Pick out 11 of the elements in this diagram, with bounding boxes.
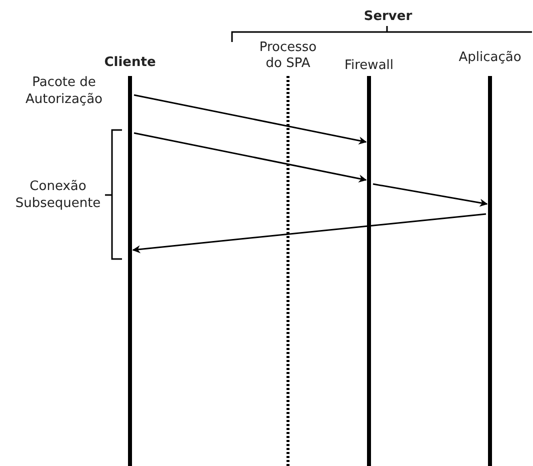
message-arrow xyxy=(132,213,486,254)
lifeline-heading: Processo do SPA xyxy=(258,40,318,72)
annotation-label: Pacote de Autorização xyxy=(24,74,104,108)
group-label: Server xyxy=(362,8,414,25)
message-arrow xyxy=(134,132,367,182)
lifeline-heading: Cliente xyxy=(103,55,157,71)
message-arrow xyxy=(372,183,488,207)
message-arrow xyxy=(134,94,367,144)
lifeline-heading: Firewall xyxy=(343,58,395,74)
lifeline-heading: Aplicação xyxy=(458,50,522,66)
annotation-label: Conexão Subsequente xyxy=(14,178,102,212)
